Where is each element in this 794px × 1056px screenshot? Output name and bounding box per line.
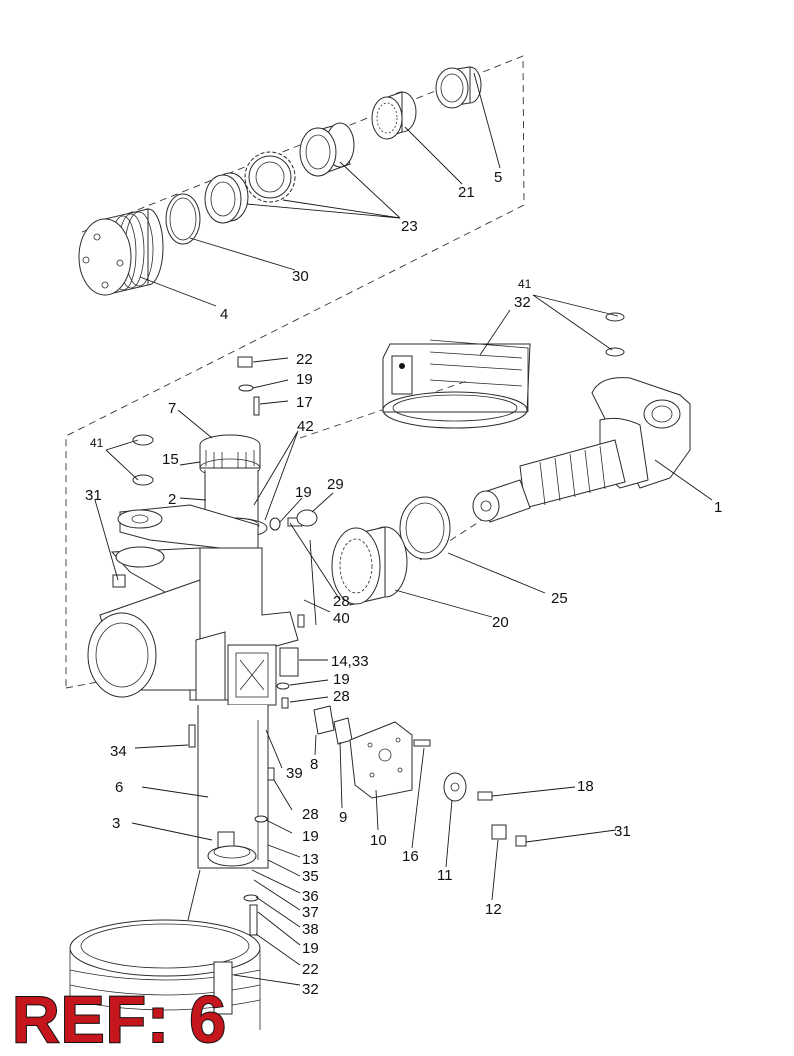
callout-31-left: 31 [85,487,102,504]
callout-8: 8 [310,756,318,773]
callout-11: 11 [437,867,453,884]
callout-35: 35 [302,868,319,885]
knuckle-housing [87,547,299,706]
callout-19-a: 19 [296,371,313,388]
callout-19-c: 19 [333,671,350,688]
fasteners-and-fittings [112,356,318,936]
callout-18: 18 [577,778,594,795]
callout-30: 30 [292,268,309,285]
callout-17: 17 [296,394,313,411]
callout-21: 21 [458,184,475,201]
thrust-washer-part-25 [399,496,451,560]
callout-23: 23 [401,218,418,235]
callout-40: 40 [333,610,350,627]
bearing-part-20 [331,526,408,606]
callout-3: 3 [112,815,120,832]
kingpin-cap-part-7 [199,434,261,478]
callout-39: 39 [286,765,303,782]
callout-34: 34 [110,743,127,760]
roller-bearing-part-21 [371,91,417,140]
callout-19-d: 19 [302,828,319,845]
callout-labels: 5 21 23 30 4 41 32 22 19 17 7 42 41 15 3… [85,169,722,998]
callout-10: 10 [370,832,387,849]
callout-4: 4 [220,306,228,323]
callout-28-b: 28 [333,688,350,705]
callout-32-bottom: 32 [302,981,319,998]
shaft-seal-part-32-bottom [69,919,261,1030]
callout-25: 25 [551,590,568,607]
knuckle-upper-arm [117,504,259,549]
callout-15: 15 [162,451,179,468]
callout-41-top: 41 [518,277,532,291]
callout-20: 20 [492,614,509,631]
actuator-parts-8-9-10 [313,705,431,799]
callout-38: 38 [302,921,319,938]
leader-lines [94,72,713,986]
callout-13: 13 [302,851,319,868]
callout-5: 5 [494,169,502,186]
shaft-seal-part-32-top [382,339,531,429]
callout-29: 29 [327,476,344,493]
lock-washer-part-23b [244,151,296,203]
callout-9: 9 [339,809,347,826]
lock-nut-part-23a [204,172,249,224]
sensor-parts-11-12-18-31 [443,772,527,847]
steering-arm-part-1 [472,312,691,523]
callout-7: 7 [168,400,176,417]
callout-37: 37 [302,904,319,921]
callout-6: 6 [115,779,123,796]
knuckle-lower-tube-part-6 [197,705,269,869]
callout-42: 42 [297,418,314,435]
callout-1: 1 [714,499,722,516]
callout-16: 16 [402,848,419,865]
callout-32-top: 32 [514,294,531,311]
callout-22-bottom: 22 [302,961,319,978]
callout-19-e: 19 [302,940,319,957]
hub-end-cap-part-4 [78,208,164,296]
callout-19-b: 19 [295,484,312,501]
callout-14-33: 14,33 [331,653,369,670]
callout-28-c: 28 [302,806,319,823]
callout-2: 2 [168,491,176,508]
spacer-sleeve-part-23c [299,122,355,177]
reference-label: REF: 6 [11,982,228,1056]
callout-28-a: 28 [333,593,350,610]
callout-12: 12 [485,901,502,918]
callout-36: 36 [302,888,319,905]
bearing-cup-part-5 [435,66,482,109]
callout-22-top: 22 [296,351,313,368]
callout-41-left: 41 [90,436,104,450]
snap-ring-part-30 [165,193,201,245]
callout-31-right: 31 [614,823,631,840]
